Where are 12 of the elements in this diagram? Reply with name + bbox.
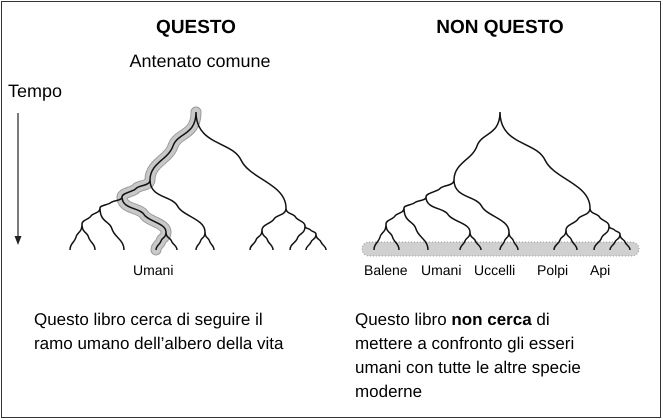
species-label: Api <box>590 261 610 280</box>
panel-heading: NON QUESTO <box>435 16 565 40</box>
species-label: Balene <box>364 261 408 280</box>
species-label: Polpi <box>537 261 568 280</box>
panel-heading: QUESTO <box>155 16 237 40</box>
species-label: Umani <box>133 261 174 280</box>
caption-text: Questo libro cerca di seguire il ramo umano dell’albero della vita <box>34 309 284 355</box>
species-label: Umani <box>421 261 462 280</box>
species-label: Uccelli <box>474 261 516 280</box>
caption-text: Questo libro non cerca di mettere a confronto gli esseri umani con tutte le altre specie moderne <box>355 309 582 403</box>
tree-label: Antenato comune <box>128 50 272 73</box>
axis-label: Tempo <box>8 80 62 103</box>
